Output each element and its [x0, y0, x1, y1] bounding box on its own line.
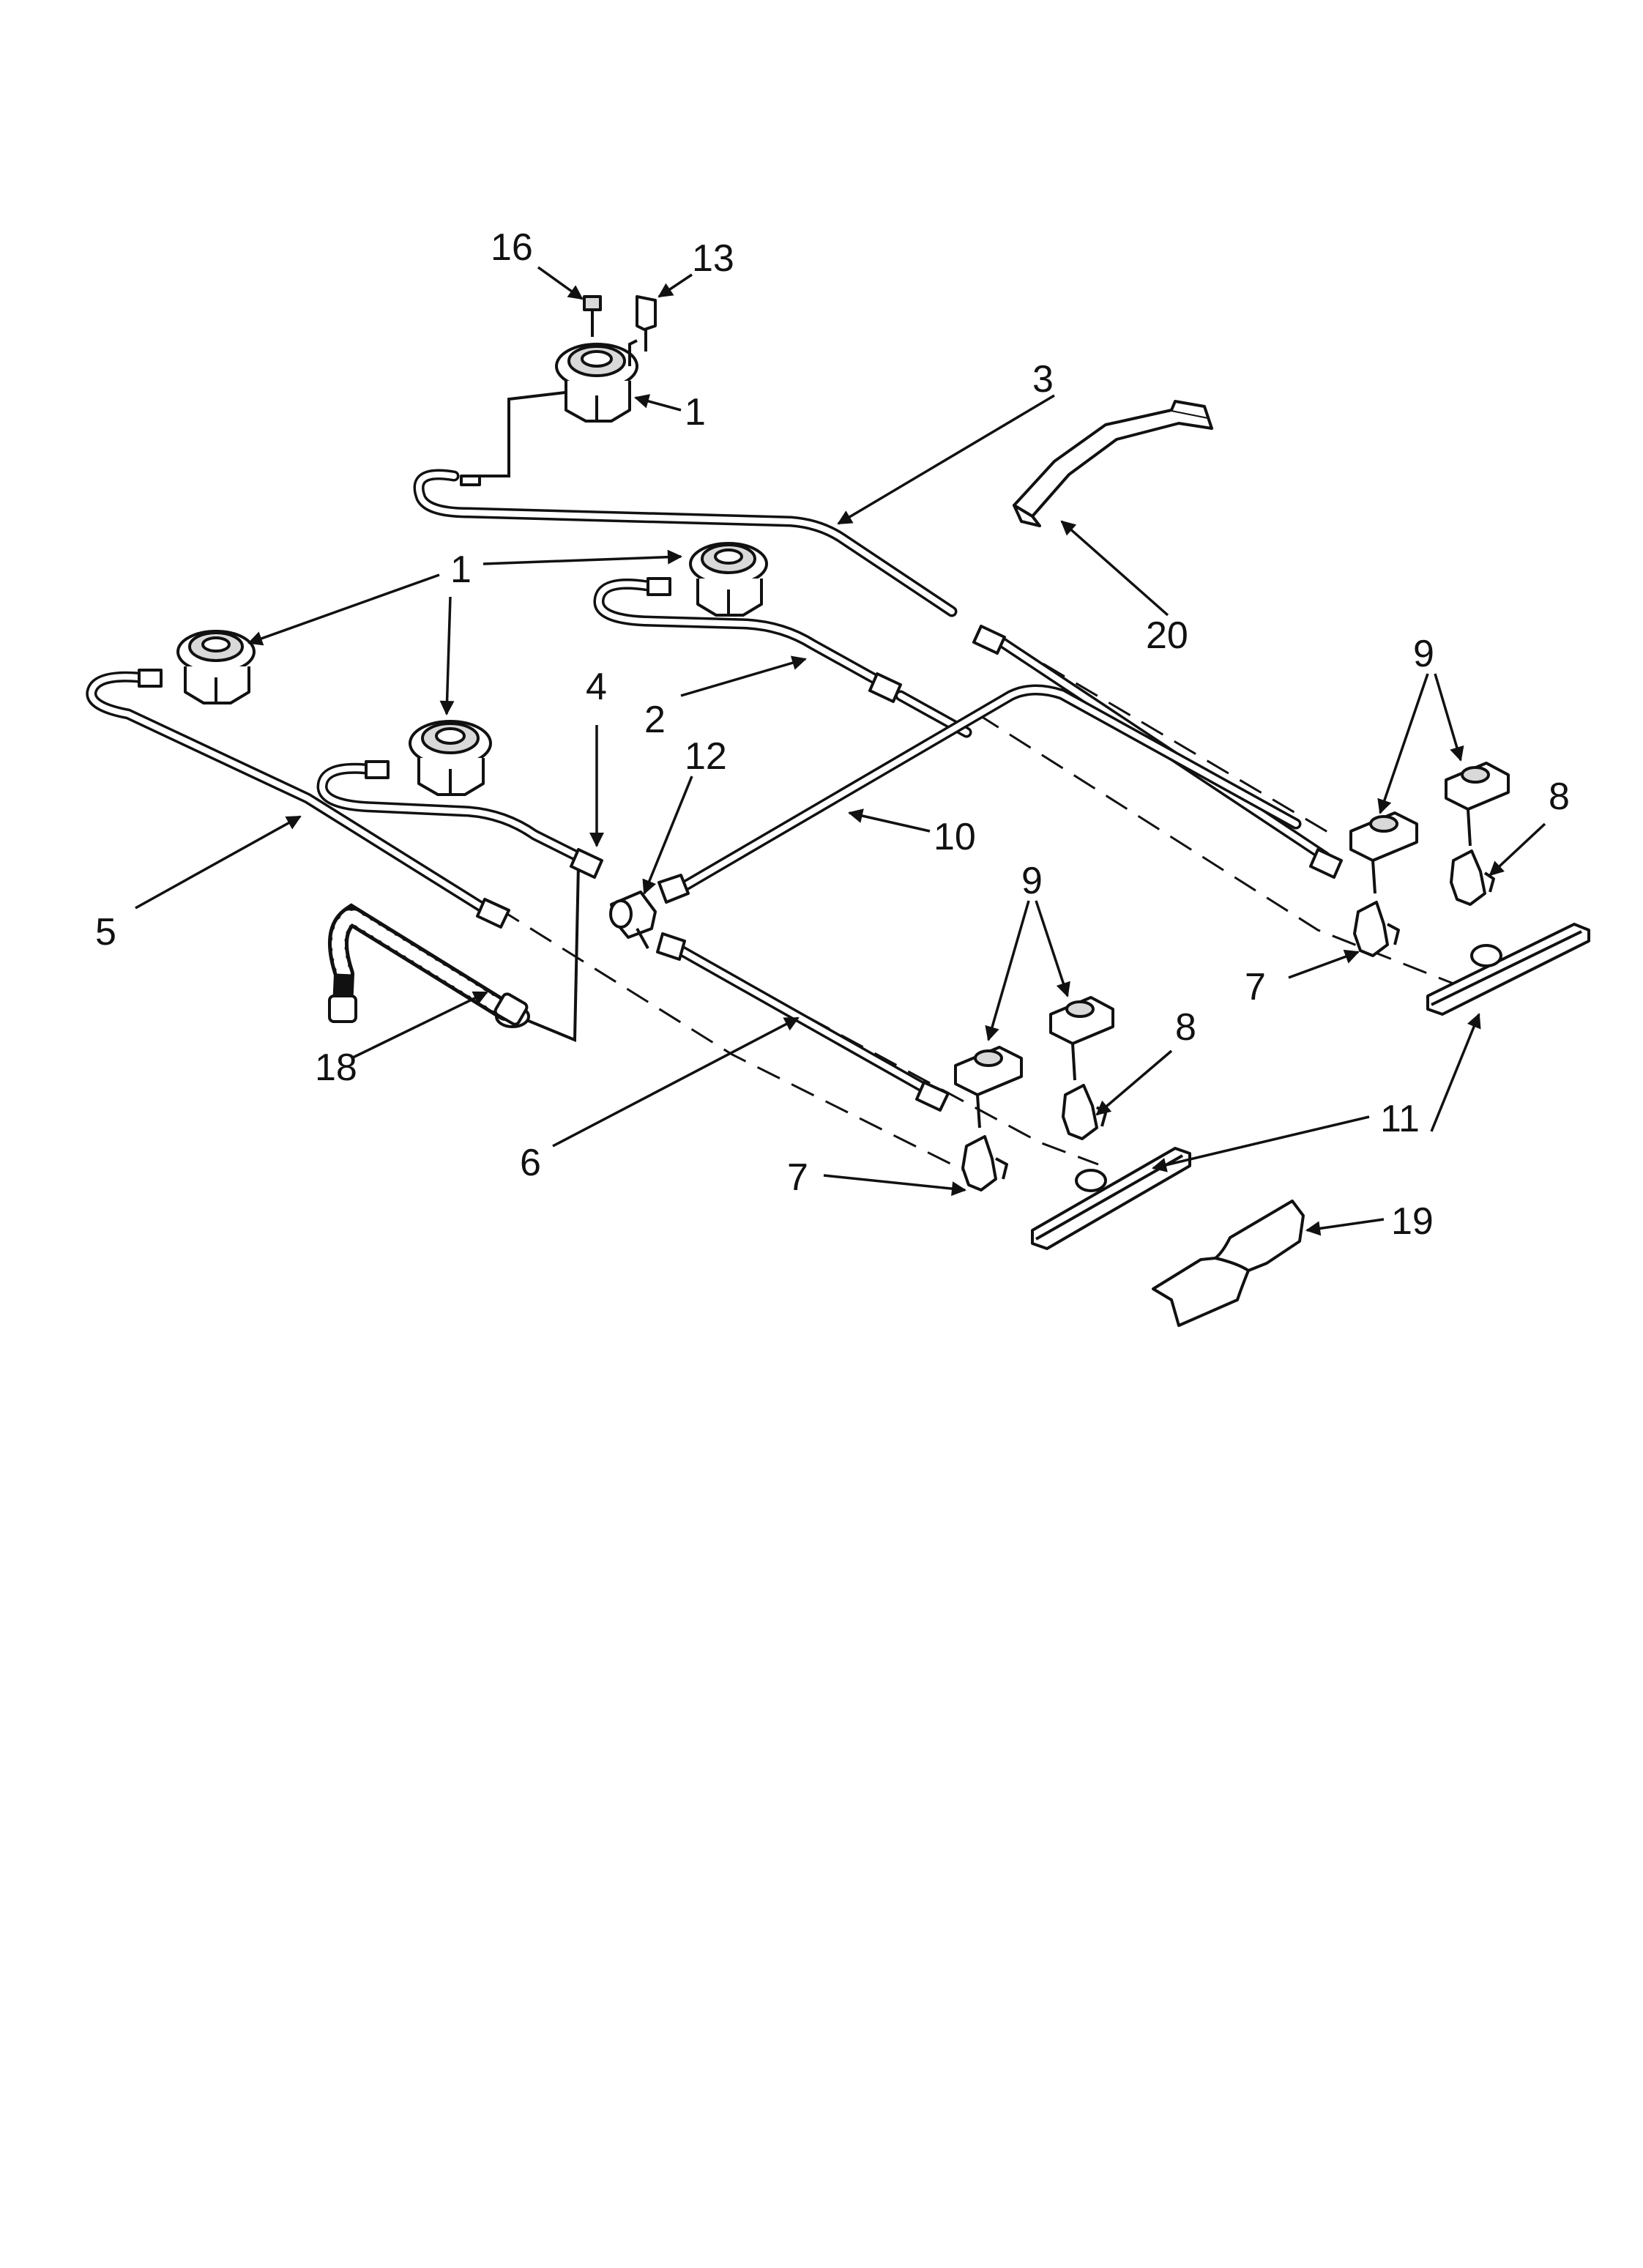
burner-rear-left	[138, 630, 256, 704]
callout-16: 16	[491, 226, 533, 269]
callout-2: 2	[644, 699, 666, 741]
callout-8-rear: 8	[1549, 776, 1570, 818]
flex-hose-18	[328, 903, 529, 1026]
callout-6: 6	[520, 1142, 541, 1184]
callout-3: 3	[1032, 358, 1054, 401]
callout-9-rear: 9	[1413, 633, 1434, 675]
callout-11: 11	[1380, 1098, 1420, 1140]
burner-rear-right	[647, 542, 768, 617]
tee-fitting-12	[609, 891, 657, 949]
callout-10: 10	[934, 816, 976, 858]
callout-7-rear: 7	[1245, 966, 1266, 1008]
burner-front-left	[365, 720, 492, 796]
callout-19: 19	[1391, 1200, 1434, 1243]
gas-tube-3	[413, 469, 1331, 863]
tube-fittings	[476, 625, 1343, 1112]
callout-18: 18	[315, 1046, 357, 1089]
callout-12: 12	[685, 735, 727, 778]
callout-20: 20	[1146, 614, 1188, 657]
bracket-20	[1013, 400, 1213, 527]
gas-tube-6	[671, 942, 936, 1097]
callout-7-front: 7	[787, 1156, 808, 1199]
callout-labels: 16 13 1 3 1 20 9 8 2 4 12 10 5 9 7 8 18 …	[95, 226, 1570, 1243]
gas-tube-5	[86, 671, 489, 914]
callout-1-group: 1	[450, 549, 472, 591]
callout-9-front: 9	[1021, 860, 1043, 902]
leader-lines	[135, 266, 1546, 1236]
front-valves	[954, 996, 1114, 1191]
callout-8-front: 8	[1175, 1006, 1196, 1049]
callout-5: 5	[95, 911, 116, 953]
rear-valves	[1349, 762, 1510, 957]
shield-19	[1152, 1200, 1305, 1327]
orifice-bar-front	[1031, 1147, 1191, 1250]
electrode-13	[636, 295, 657, 331]
screw-16	[583, 295, 602, 311]
gas-tube-4	[316, 762, 584, 863]
orifice-bar-rear	[1426, 923, 1590, 1016]
top-burner	[460, 295, 657, 486]
supply-line	[512, 863, 580, 1042]
callout-4: 4	[586, 666, 607, 708]
gas-tube-10	[679, 684, 1302, 892]
callout-1-top: 1	[685, 391, 706, 434]
callout-13: 13	[692, 237, 734, 280]
